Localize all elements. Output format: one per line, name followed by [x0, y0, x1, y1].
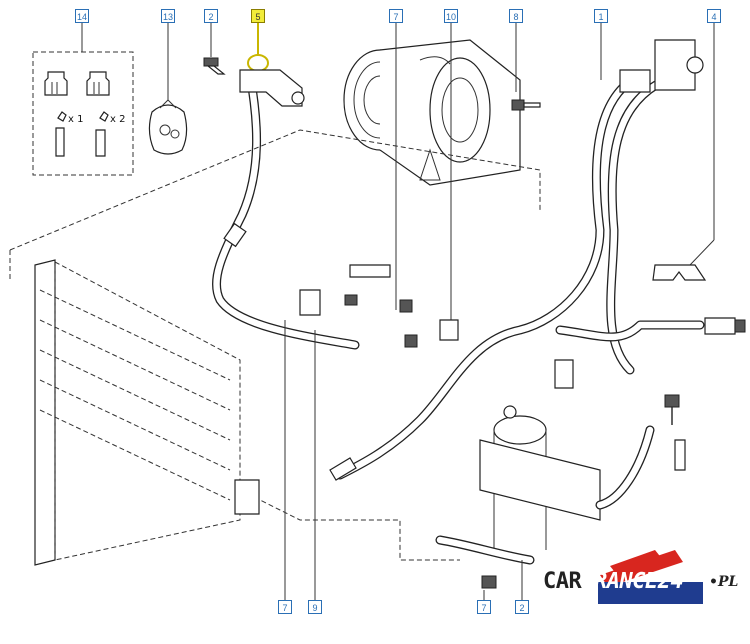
clip-4 — [652, 23, 715, 281]
quantity-label-1: x 1 — [68, 114, 84, 125]
hose-5 — [212, 23, 360, 350]
condenser — [9, 129, 541, 566]
callout-2-top[interactable]: 2 — [204, 9, 218, 23]
callout-10[interactable]: 10 — [444, 9, 458, 23]
logo-part-24: 24 — [657, 569, 684, 594]
receiver-drier — [479, 359, 601, 550]
callout-7-bottom-mid[interactable]: 7 — [477, 600, 491, 614]
logo-part-france: FRANCE — [581, 569, 658, 594]
bracket-lower — [284, 264, 459, 600]
callout-7-top[interactable]: 7 — [389, 9, 403, 23]
callout-7-bottom-left[interactable]: 7 — [278, 600, 292, 614]
watermark-logo: CARFRANCE24 — [543, 569, 684, 594]
bolt-top — [203, 23, 226, 75]
bolt-8 — [511, 23, 541, 111]
callout-9[interactable]: 9 — [308, 600, 322, 614]
callout-14[interactable]: 14 — [75, 9, 89, 23]
callout-4[interactable]: 4 — [707, 9, 721, 23]
bolt-lower-right — [595, 394, 686, 510]
pipe-right — [555, 317, 746, 342]
kit-box — [32, 23, 134, 176]
callout-2-bottom[interactable]: 2 — [515, 600, 529, 614]
logo-part-car: CAR — [543, 569, 582, 594]
callout-13[interactable]: 13 — [161, 9, 175, 23]
logo-stripes — [598, 550, 703, 604]
quantity-label-2: x 2 — [110, 114, 126, 125]
callout-8[interactable]: 8 — [509, 9, 523, 23]
callout-1[interactable]: 1 — [594, 9, 608, 23]
logo-suffix: •PL — [709, 574, 739, 590]
callout-5-highlighted[interactable]: 5 — [251, 9, 265, 23]
hardware-bag — [148, 23, 188, 155]
compressor — [343, 39, 521, 186]
lower-pipe — [234, 479, 535, 600]
